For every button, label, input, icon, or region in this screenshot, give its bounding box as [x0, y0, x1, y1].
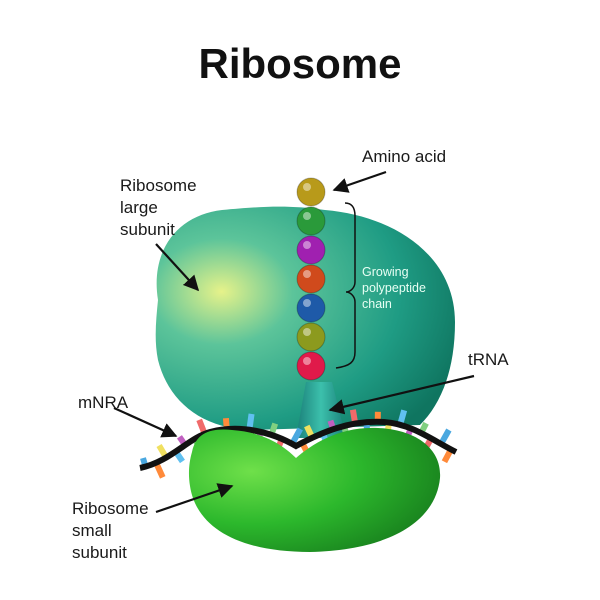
label-polypeptide-line-3: chain: [362, 297, 392, 311]
codon-tick: [439, 428, 452, 444]
codon-tick: [290, 427, 303, 444]
arrow-large-subunit: [155, 243, 200, 292]
codon-tick: [304, 424, 315, 438]
codon-tick: [174, 451, 185, 464]
label-small-subunit: Ribosome small subunit: [72, 498, 149, 564]
codon-tick: [222, 417, 230, 428]
small-subunit: [188, 427, 441, 552]
bead-highlight: [303, 241, 311, 249]
label-large-subunit-line-2: large: [120, 198, 158, 217]
amino-acid-bead: [296, 351, 326, 381]
label-amino-acid: Amino acid: [362, 147, 447, 166]
bead-highlight: [303, 183, 311, 191]
arrow-mrna: [113, 406, 178, 438]
codon-tick: [419, 421, 429, 433]
codon-tick: [246, 413, 255, 429]
codon-tick: [397, 409, 408, 424]
codon-tick: [156, 443, 168, 458]
codon-tick: [196, 418, 207, 434]
label-large-subunit-line-1: Ribosome: [120, 176, 197, 195]
bead-highlight: [303, 270, 311, 278]
label-polypeptide: Growing polypeptide chain: [362, 264, 426, 312]
codon-tick: [374, 411, 381, 420]
mrna-strand: [139, 418, 458, 471]
label-small-subunit-line-2: small: [72, 521, 112, 540]
amino-acid-bead: [296, 235, 326, 265]
amino-acid-bead: [296, 293, 326, 323]
label-mrna: mNRA: [78, 393, 129, 412]
label-small-subunit-line-3: subunit: [72, 543, 127, 562]
codon-tick: [441, 449, 453, 464]
amino-acid-bead: [296, 206, 326, 236]
diagram-title: Ribosome: [198, 40, 402, 87]
codon-tick: [154, 463, 166, 479]
codon-tick: [269, 422, 279, 434]
amino-acid-bead: [296, 322, 326, 352]
bead-highlight: [303, 328, 311, 336]
arrow-small-subunit: [155, 483, 234, 514]
amino-acid-bead-top: [296, 177, 326, 207]
label-small-subunit-line-1: Ribosome: [72, 499, 149, 518]
bead-highlight: [303, 357, 311, 365]
arrow-trna: [328, 374, 475, 415]
label-polypeptide-line-1: Growing: [362, 265, 409, 279]
arrow-amino-acid: [332, 170, 387, 193]
label-polypeptide-line-2: polypeptide: [362, 281, 426, 295]
bead-highlight: [303, 299, 311, 307]
polypeptide-chain: [296, 177, 326, 381]
label-trna: tRNA: [468, 350, 509, 369]
polypeptide-bracket: [335, 202, 356, 369]
codon-tick: [349, 409, 358, 423]
amino-acid-bead: [296, 264, 326, 294]
label-large-subunit: Ribosome large subunit: [120, 175, 197, 241]
label-large-subunit-line-3: subunit: [120, 220, 175, 239]
bead-highlight: [303, 212, 311, 220]
